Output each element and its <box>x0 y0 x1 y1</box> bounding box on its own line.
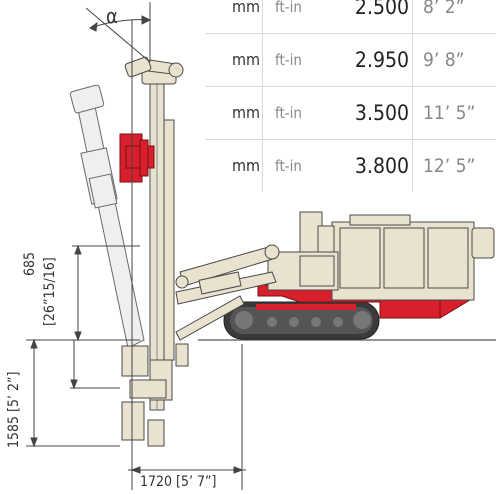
dim-1720 <box>128 20 246 490</box>
dim-685-label: 685 <box>22 252 38 276</box>
unit-imperial: ft-in <box>262 140 324 192</box>
tilted-mast <box>69 84 145 349</box>
crawler-track <box>223 301 380 340</box>
unit-imperial: ft-in <box>262 0 324 33</box>
unit-metric: mm <box>231 156 260 175</box>
spec-row: mm ft-in 3.800 12’ 5” <box>205 140 496 192</box>
unit-metric: mm <box>231 50 260 69</box>
unit-metric: mm <box>231 103 260 122</box>
boom-arm <box>175 244 280 341</box>
unit-metric: mm <box>231 0 260 16</box>
spec-table: mm ft-in 2.500 8’ 2” mm ft-in 2.950 9’ 8… <box>205 0 496 192</box>
dim-685-mm: 685 <box>22 251 38 276</box>
dim-1720-label: 1720 [5’ 7”] <box>140 474 216 490</box>
dim-685-in: [26”15/16] <box>42 257 58 326</box>
dim-1585-label: 1585 [5’ 2”] <box>6 372 22 448</box>
spec-row: mm ft-in 2.500 8’ 2” <box>205 0 496 34</box>
dim-1720-text: 1720 [5’ 7”] <box>140 474 217 490</box>
dim-685-in-label: [26”15/16] <box>42 257 58 326</box>
dim-1585 <box>26 338 120 448</box>
dim-1585-text: 1585 [5’ 2”] <box>6 371 22 448</box>
value-metric: 3.800 <box>354 154 409 178</box>
value-imperial: 11’ 5” <box>412 87 496 139</box>
value-metric: 3.500 <box>354 101 409 125</box>
spec-row: mm ft-in 3.500 11’ 5” <box>205 87 496 140</box>
spec-row: mm ft-in 2.950 9’ 8” <box>205 34 496 87</box>
alpha-label: α <box>106 4 118 28</box>
value-metric: 2.950 <box>354 48 409 72</box>
value-imperial: 8’ 2” <box>412 0 496 33</box>
value-metric: 2.500 <box>354 0 409 19</box>
dim-685 <box>72 244 140 342</box>
alpha-dimension <box>85 2 152 63</box>
unit-imperial: ft-in <box>262 34 324 86</box>
power-pack <box>267 211 495 301</box>
value-imperial: 9’ 8” <box>412 34 496 86</box>
unit-imperial: ft-in <box>262 87 324 139</box>
drill-assembly <box>121 343 189 447</box>
value-imperial: 12’ 5” <box>412 140 496 192</box>
rotation-head <box>119 133 155 183</box>
